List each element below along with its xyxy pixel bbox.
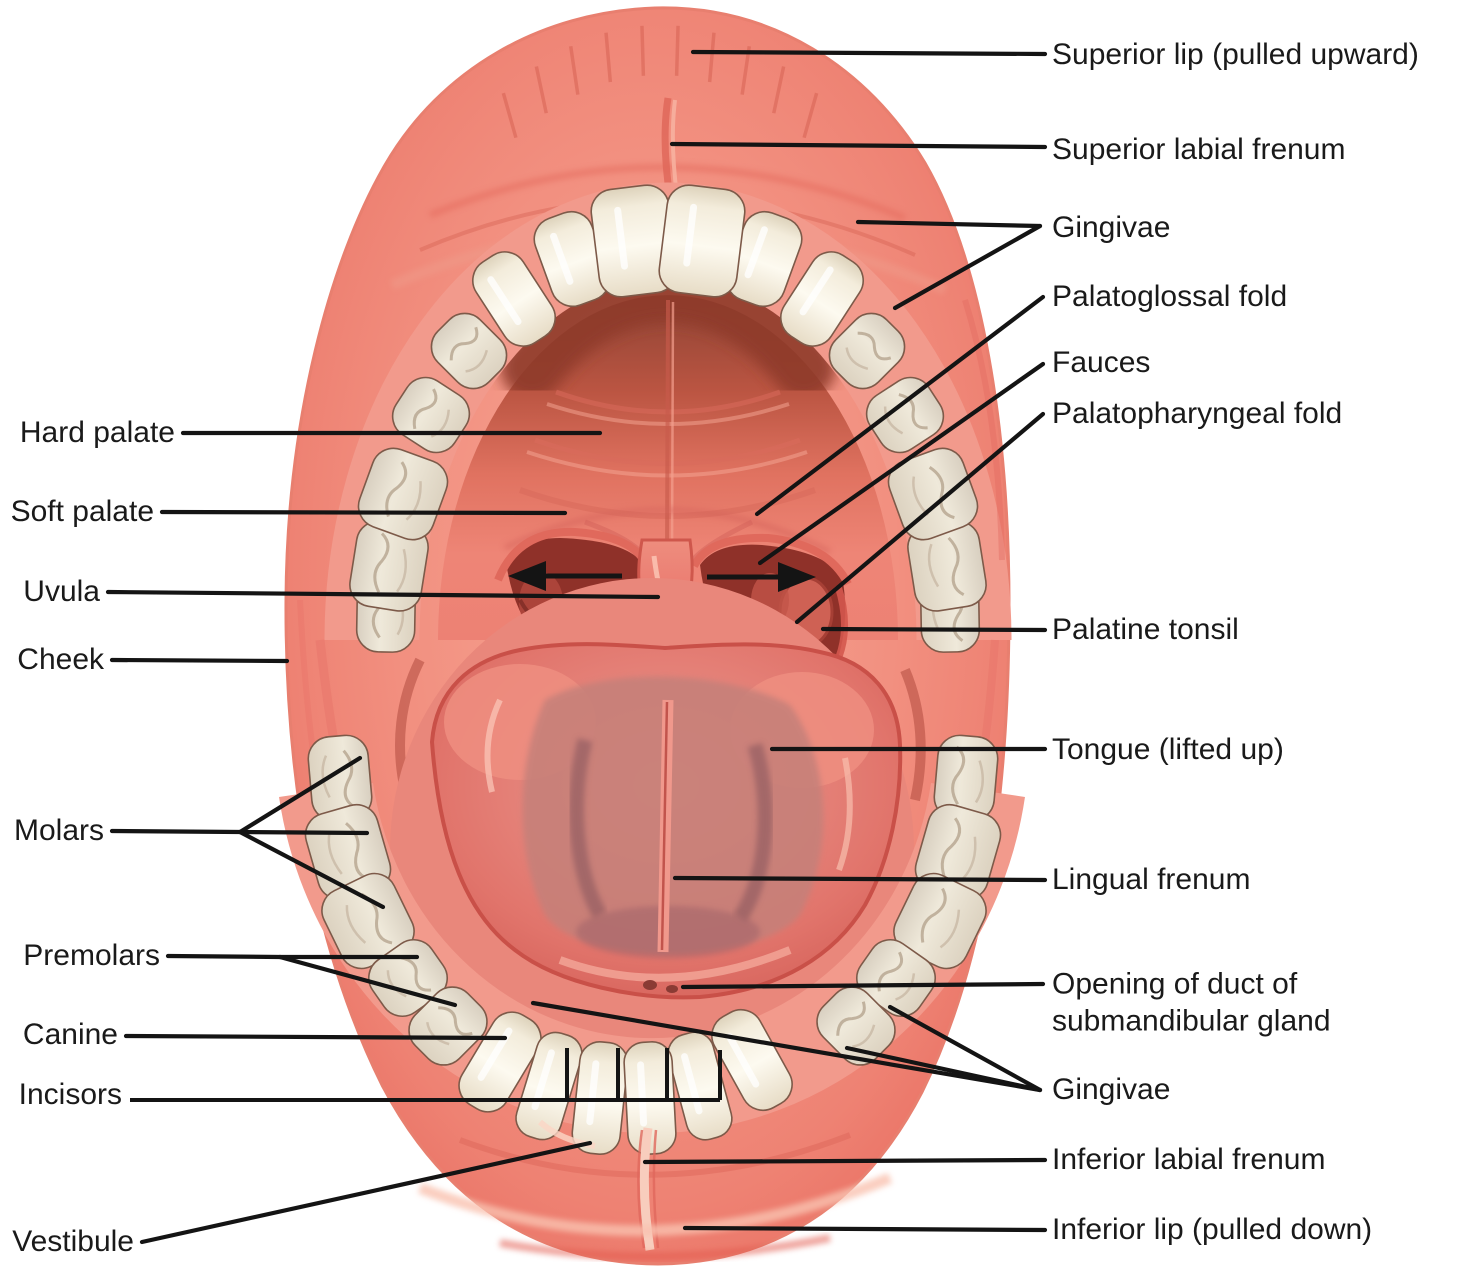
leader-line xyxy=(680,981,1046,990)
leader-line xyxy=(530,1000,1043,1093)
tooth xyxy=(816,986,896,1066)
leader-line xyxy=(887,1004,1043,1093)
label-molars: Molars xyxy=(13,814,104,847)
leader-line xyxy=(237,755,363,835)
tooth xyxy=(472,251,556,347)
tooth xyxy=(933,734,999,822)
tooth xyxy=(828,312,906,390)
label-inferior-lip: Inferior lip (pulled down) xyxy=(1052,1213,1373,1246)
tooth xyxy=(780,251,864,347)
fauces-direction-arrows xyxy=(508,561,816,592)
label-gingivae-upper: Gingivae xyxy=(1052,211,1171,244)
arrow-left-icon xyxy=(508,561,546,591)
inferior-labial-frenum-shape xyxy=(639,1127,655,1251)
label-superior-lip: Superior lip (pulled upward) xyxy=(1052,38,1419,71)
label-premolars: Premolars xyxy=(23,939,160,972)
leader-line xyxy=(139,1140,593,1245)
leader-line xyxy=(109,657,290,664)
leader-line xyxy=(237,829,386,910)
leader-line xyxy=(277,954,458,1008)
label-palatine-tonsil: Palatine tonsil xyxy=(1052,613,1239,646)
palatoglossal-fold-shape xyxy=(494,527,650,582)
leader-line xyxy=(123,1033,508,1041)
leader-lines xyxy=(105,49,1048,1245)
tooth xyxy=(893,872,987,970)
submandibular-duct-opening-left xyxy=(643,980,657,990)
label-soft-palate: Soft palate xyxy=(10,495,154,528)
lip-striations xyxy=(501,25,819,139)
inferior-lip-region xyxy=(417,1119,893,1261)
tooth xyxy=(887,447,979,541)
lower-teeth xyxy=(304,734,1002,1156)
leader-line xyxy=(237,829,370,836)
label-inferior-labial-frenum: Inferior labial frenum xyxy=(1052,1143,1326,1176)
leader-line xyxy=(855,219,1043,229)
leader-line xyxy=(820,626,1048,633)
leader-line xyxy=(690,49,1048,57)
label-incisors: Incisors xyxy=(18,1078,122,1111)
leader-line xyxy=(165,953,283,960)
tooth xyxy=(590,184,678,298)
leader-line xyxy=(682,1225,1048,1233)
tooth xyxy=(533,210,611,308)
label-superior-labial-frenum: Superior labial frenum xyxy=(1052,133,1346,166)
label-palatoglossal-fold: Palatoglossal fold xyxy=(1052,280,1288,313)
tooth xyxy=(711,1008,793,1112)
submandibular-duct-opening-right xyxy=(666,985,678,993)
label-palatopharyngeal-fold: Palatopharyngeal fold xyxy=(1052,397,1343,430)
leader-line xyxy=(754,294,1046,517)
arrow-right-icon xyxy=(778,562,816,592)
leader-line xyxy=(105,589,661,600)
label-submandibular-duct: Opening of duct of submandibular gland xyxy=(1052,967,1331,1037)
label-canine: Canine xyxy=(22,1018,118,1051)
leader-line xyxy=(672,875,1048,883)
tooth xyxy=(430,312,508,390)
tooth xyxy=(307,734,373,822)
label-cheek: Cheek xyxy=(17,643,104,676)
leader-line xyxy=(109,828,243,835)
leader-line xyxy=(159,509,568,516)
label-uvula: Uvula xyxy=(23,575,100,608)
leader-line xyxy=(892,223,1043,311)
tooth xyxy=(357,447,449,541)
label-lingual-frenum: Lingual frenum xyxy=(1052,863,1251,896)
leader-line xyxy=(794,411,1046,625)
tongue-region xyxy=(429,642,903,1000)
label-vestibule: Vestibule xyxy=(12,1225,134,1258)
label-fauces: Fauces xyxy=(1052,346,1151,379)
label-tongue: Tongue (lifted up) xyxy=(1052,733,1284,766)
tooth xyxy=(658,184,746,298)
tooth xyxy=(408,986,488,1066)
incisors-bracket xyxy=(130,1048,722,1102)
leader-line xyxy=(642,1157,1048,1165)
label-hard-palate: Hard palate xyxy=(19,416,175,449)
leader-line xyxy=(757,361,1046,566)
upper-teeth xyxy=(349,184,987,653)
leader-line xyxy=(669,141,1048,150)
label-gingivae-lower: Gingivae xyxy=(1052,1073,1171,1106)
tooth xyxy=(349,520,429,612)
